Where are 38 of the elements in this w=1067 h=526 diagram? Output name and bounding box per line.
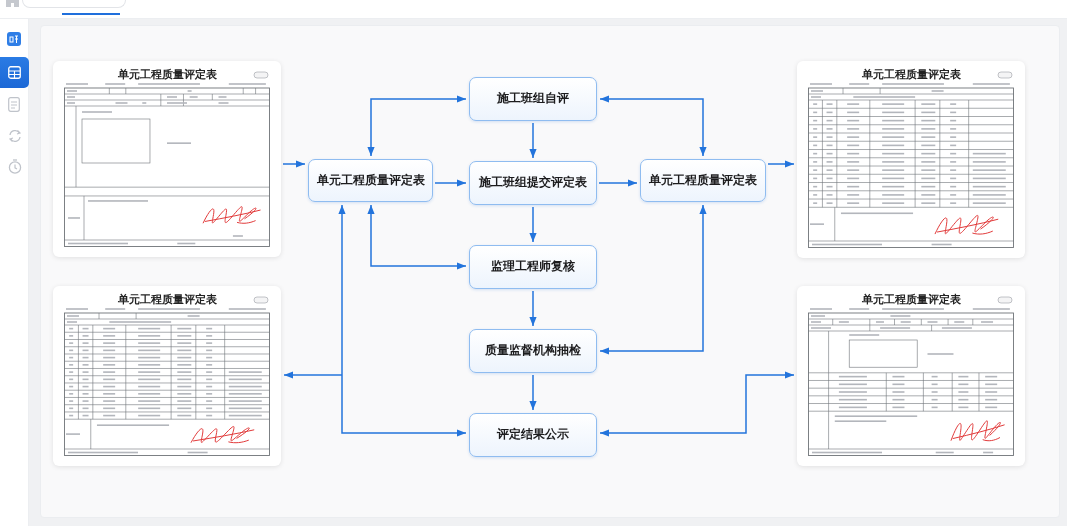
process-box <box>640 159 766 202</box>
box-text: 评定结果公示 <box>497 428 569 442</box>
arrow <box>282 160 306 168</box>
form-title: 单元工程质量评定表 <box>117 69 217 80</box>
arrow <box>338 204 346 376</box>
arrow <box>341 374 467 437</box>
document-card <box>797 286 1025 466</box>
document-card <box>797 61 1025 258</box>
document-card <box>53 61 281 257</box>
arrow <box>529 374 537 411</box>
box-text: 质量监督机构抽检 <box>485 344 581 358</box>
box-text: 监理工程师复核 <box>491 260 575 274</box>
process-box <box>469 77 597 121</box>
process-box <box>469 413 597 457</box>
process-box <box>469 161 597 205</box>
arrow <box>367 204 467 270</box>
arrow <box>599 204 707 355</box>
box-text: 单元工程质量评定表 <box>649 173 757 188</box>
process-box <box>469 329 597 373</box>
form-title: 单元工程质量评定表 <box>861 294 961 305</box>
form-title: 单元工程质量评定表 <box>861 69 961 80</box>
form-title: 单元工程质量评定表 <box>117 294 217 305</box>
box-text: 单元工程质量评定表 <box>316 173 425 188</box>
arrow <box>767 160 795 168</box>
arrow <box>598 179 638 187</box>
arrow <box>367 95 467 157</box>
arrow <box>434 179 467 187</box>
arrow <box>283 371 343 379</box>
arrow <box>529 206 537 243</box>
process-box <box>308 159 433 202</box>
box-text: 施工班组提交评定表 <box>479 176 587 190</box>
arrow <box>529 290 537 327</box>
box-text: 施工班组自评 <box>497 92 569 106</box>
arrow <box>529 122 537 159</box>
document-card <box>53 286 281 466</box>
process-box <box>469 245 597 289</box>
arrow <box>599 371 795 437</box>
arrow <box>599 95 707 157</box>
